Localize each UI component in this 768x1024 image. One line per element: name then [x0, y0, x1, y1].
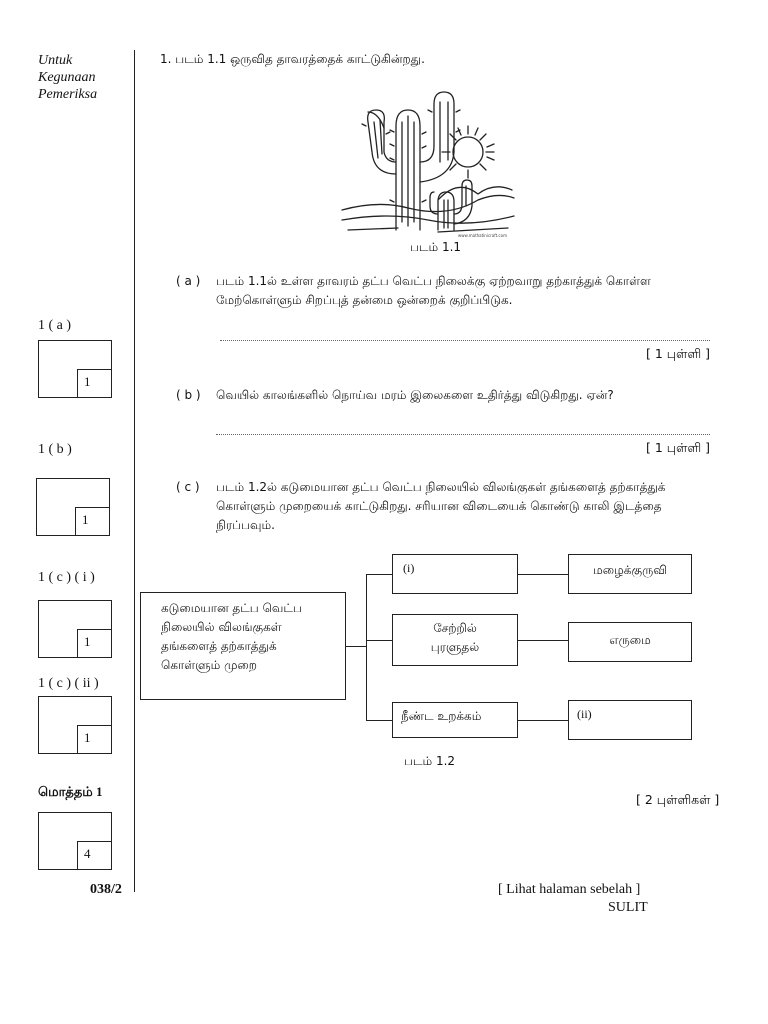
- figure-1-1-caption: படம் 1.1: [410, 240, 462, 254]
- animal-2-label: எருமை: [609, 633, 651, 647]
- part-b-points: [ 1 புள்ளி ]: [646, 440, 711, 455]
- figure-watermark: www.mathatinicraft.com: [458, 233, 507, 238]
- animal-box-3-answer[interactable]: (ii): [568, 700, 692, 740]
- part-a-points: [ 1 புள்ளி ]: [646, 346, 711, 361]
- examiner-header-line-1: Untuk: [38, 53, 73, 68]
- paper-code: 038/2: [90, 882, 122, 897]
- mark-score-1a: 1: [77, 369, 111, 397]
- part-c-text: படம் 1.2ல் கடுமையான தட்ப வெட்ப நிலையில் …: [216, 480, 666, 532]
- figure-1-2-caption: படம் 1.2: [404, 754, 456, 768]
- mark-label-1b: 1 ( b ): [38, 442, 72, 457]
- mark-label-1cii: 1 ( c ) ( ii ): [38, 676, 99, 691]
- mark-box-1b[interactable]: 1: [36, 478, 110, 536]
- connector-animal-3: [518, 720, 568, 721]
- method-3-label: நீண்ட உறக்கம்: [401, 709, 482, 723]
- animal-box-2: எருமை: [568, 622, 692, 662]
- mark-box-1a[interactable]: 1: [38, 340, 112, 398]
- part-a-marker: ( a ): [176, 274, 201, 288]
- connector-branch-2: [366, 640, 392, 641]
- mark-score-1b: 1: [75, 507, 109, 535]
- connector-main: [346, 646, 366, 647]
- connector-branch-1: [366, 574, 392, 575]
- part-a-text: படம் 1.1ல் உள்ள தாவரம் தட்ப வெட்ப நிலைக்…: [216, 274, 651, 307]
- total-label: மொத்தம் 1: [38, 784, 103, 799]
- mark-box-1ci[interactable]: 1: [38, 600, 112, 658]
- examiner-use-header: Untuk Kegunaan Pemeriksa: [38, 52, 97, 103]
- next-page-note: [ Lihat halaman sebelah ]: [498, 882, 641, 897]
- part-c-marker: ( c ): [176, 480, 200, 494]
- part-b-marker: ( b ): [176, 388, 201, 402]
- mark-box-total[interactable]: 4: [38, 812, 112, 870]
- margin-divider-line: [134, 50, 135, 892]
- connector-animal-1: [518, 574, 568, 575]
- part-c-points: [ 2 புள்ளிகள் ]: [636, 792, 720, 807]
- mark-score-total: 4: [77, 841, 111, 869]
- method-1-label: (i): [403, 561, 415, 575]
- part-b-text: வெயில் காலங்களில் நொய்வ மரம் இலைகளை உதிர…: [216, 388, 614, 402]
- answer-line-b[interactable]: [216, 434, 710, 435]
- method-box-1-answer[interactable]: (i): [392, 554, 518, 594]
- mark-score-1cii: 1: [77, 725, 111, 753]
- connector-branch-3: [366, 720, 392, 721]
- mark-box-1cii[interactable]: 1: [38, 696, 112, 754]
- connector-vertical: [366, 574, 367, 720]
- animal-box-1: மழைக்குருவி: [568, 554, 692, 594]
- main-concept-text: கடுமையான தட்ப வெட்ப நிலையில் விலங்குகள் …: [161, 601, 302, 672]
- method-2-label: சேற்றில் புரளுதல்: [430, 621, 480, 654]
- examiner-header-line-2: Kegunaan: [38, 70, 96, 85]
- animal-1-label: மழைக்குருவி: [593, 563, 667, 577]
- examiner-header-line-3: Pemeriksa: [38, 87, 98, 102]
- mark-score-1ci: 1: [77, 629, 111, 657]
- mark-label-1ci: 1 ( c ) ( i ): [38, 570, 95, 585]
- main-concept-box: கடுமையான தட்ப வெட்ப நிலையில் விலங்குகள் …: [140, 592, 346, 700]
- method-box-3: நீண்ட உறக்கம்: [392, 702, 518, 738]
- question-intro: 1. படம் 1.1 ஒருவித தாவரத்தைக் காட்டுகின்…: [160, 52, 425, 66]
- mark-label-1a: 1 ( a ): [38, 318, 72, 333]
- sulit-label: SULIT: [608, 900, 648, 915]
- animal-3-label: (ii): [577, 707, 592, 721]
- cactus-illustration: www.mathatinicraft.com: [341, 91, 515, 238]
- connector-animal-2: [518, 640, 568, 641]
- method-box-2: சேற்றில் புரளுதல்: [392, 614, 518, 666]
- answer-line-a[interactable]: [220, 340, 710, 341]
